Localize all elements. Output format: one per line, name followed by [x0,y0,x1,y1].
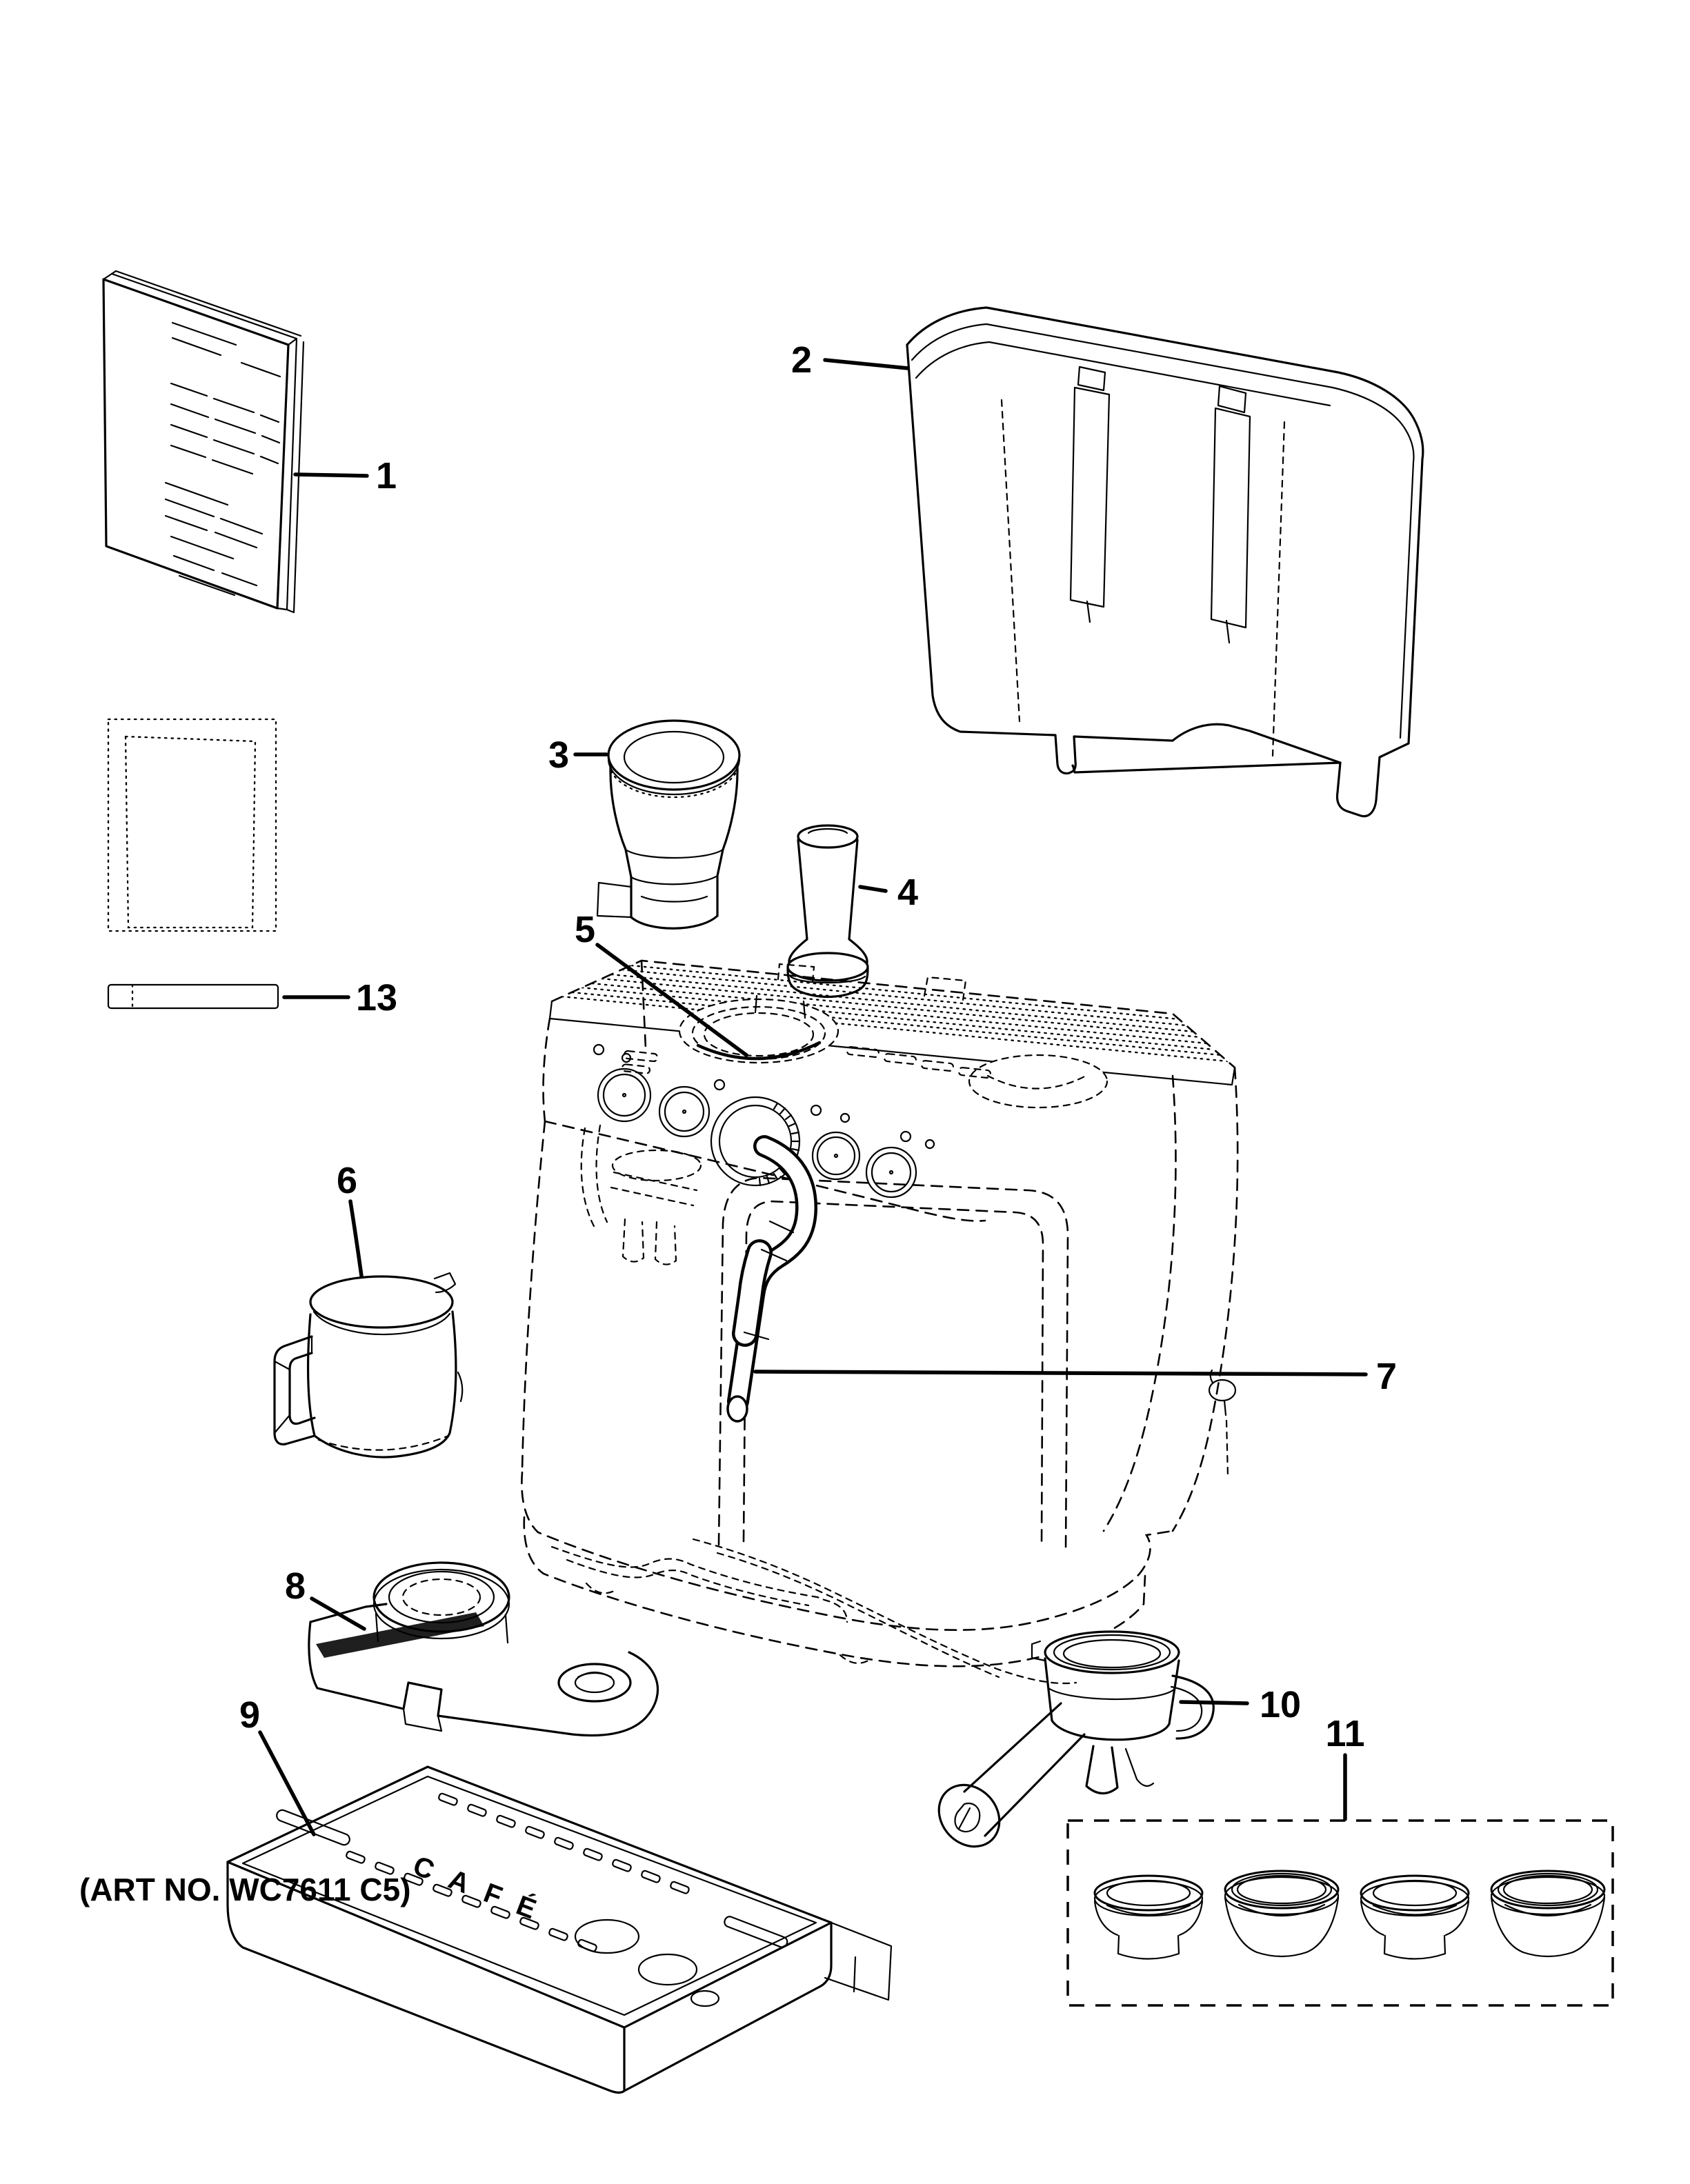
callout-10-label: 10 [1260,1684,1301,1725]
part-6-pitcher-drawing [273,1272,464,1459]
callout-8-leader [310,1596,366,1631]
callout-3: 3 [548,734,608,776]
part-10-portafilter-drawing [937,1630,1215,1848]
part-3-hopper-drawing [596,719,741,930]
callout-4: 4 [858,872,918,913]
callout-3-label: 3 [548,734,569,776]
part-8-cradle-drawing [308,1561,659,1737]
part-1-manual-drawing [102,270,305,614]
filter-basket [1490,1870,1606,1958]
part-13-strip-drawing [107,983,279,1010]
art-number-text: (ART NO. WC7611 C5) [79,1872,411,1907]
control-panel-knobs [593,1043,935,1199]
callout-1-leader [293,472,369,478]
machine-body-drawing [521,959,1239,1685]
part-9-drip-tray-drawing: CAFÉ [226,1765,893,2094]
part-4-tamper-drawing [786,824,869,999]
power-cord [692,1538,1077,1685]
part-11-basket-set-drawing [1066,1819,1614,2007]
tray-slots [276,1792,788,2007]
part-2-water-tank-drawing [906,306,1424,818]
callout-6-label: 6 [337,1160,357,1201]
callout-2-leader [823,358,910,370]
brew-group [580,1124,702,1265]
cleaning-disc-drawing [107,718,277,932]
callout-7-leader [753,1370,1368,1376]
grinder-opening-rim [696,1041,822,1061]
callout-2: 2 [791,339,910,381]
callout-6: 6 [337,1160,364,1278]
callout-13: 13 [282,977,397,1019]
deck-vent-slots [621,1046,992,1079]
side-clip [1208,1369,1237,1416]
callout-6-leader [348,1199,364,1278]
callout-1: 1 [293,455,397,497]
callout-5-leader [595,943,748,1057]
callout-7-label: 7 [1376,1356,1397,1397]
callout-4-leader [858,885,888,893]
callout-5-label: 5 [575,909,595,950]
manual-text-lines [164,321,281,597]
callout-10: 10 [1179,1684,1301,1725]
filter-basket [1093,1874,1204,1960]
filter-basket [1360,1874,1470,1960]
callout-7: 7 [753,1356,1397,1397]
tray-brand-text: CAFÉ [409,1850,557,1931]
callout-13-label: 13 [356,977,397,1019]
callout-8-label: 8 [285,1565,306,1607]
basket-set-box [1066,1819,1614,2007]
callout-8: 8 [285,1565,366,1631]
callout-11-label: 11 [1325,1713,1364,1754]
steam-wand-drawing [726,1135,818,1423]
callout-11: 11 [1325,1713,1365,1821]
callout-9-label: 9 [239,1694,260,1736]
callout-1-label: 1 [376,455,397,497]
handle-leaf-logo [954,1803,981,1833]
callout-9-leader [258,1730,316,1836]
deck-texture [560,964,1229,1063]
callout-5: 5 [575,909,748,1057]
callout-2-label: 2 [791,339,812,381]
callout-10-leader [1179,1700,1249,1705]
filter-basket [1224,1870,1340,1958]
callout-4-label: 4 [897,872,918,913]
callout-9: 9 [239,1694,316,1836]
